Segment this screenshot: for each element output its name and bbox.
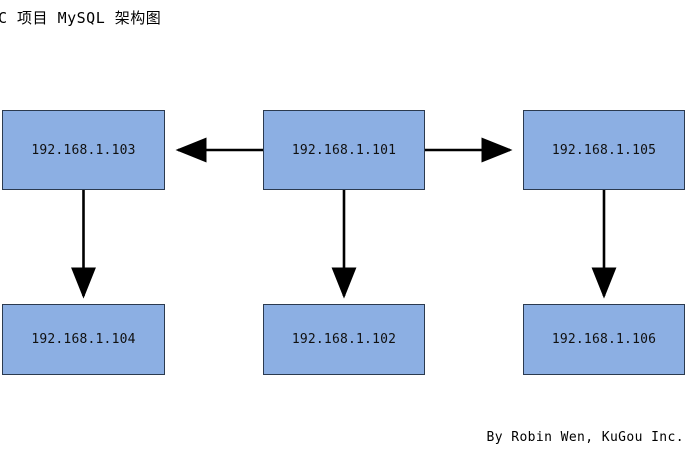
node-label: 192.168.1.105 bbox=[551, 142, 657, 158]
node-label: 192.168.1.102 bbox=[291, 332, 397, 347]
node-192-168-1-105[interactable]: 192.168.1.105 bbox=[523, 110, 685, 190]
node-192-168-1-101[interactable]: 192.168.1.101 bbox=[263, 110, 425, 190]
node-192-168-1-103[interactable]: 192.168.1.103 bbox=[2, 110, 165, 190]
page-title: C 项目 MySQL 架构图 bbox=[0, 9, 162, 27]
node-192-168-1-106[interactable]: 192.168.1.106 bbox=[523, 304, 685, 375]
node-label: 192.168.1.101 bbox=[291, 142, 397, 158]
node-label: 192.168.1.103 bbox=[31, 142, 136, 158]
footer-credit: By Robin Wen, KuGou Inc. bbox=[486, 430, 684, 445]
node-label: 192.168.1.106 bbox=[551, 332, 657, 347]
node-192-168-1-104[interactable]: 192.168.1.104 bbox=[2, 304, 165, 375]
node-192-168-1-102[interactable]: 192.168.1.102 bbox=[263, 304, 425, 375]
node-label: 192.168.1.104 bbox=[31, 332, 136, 347]
